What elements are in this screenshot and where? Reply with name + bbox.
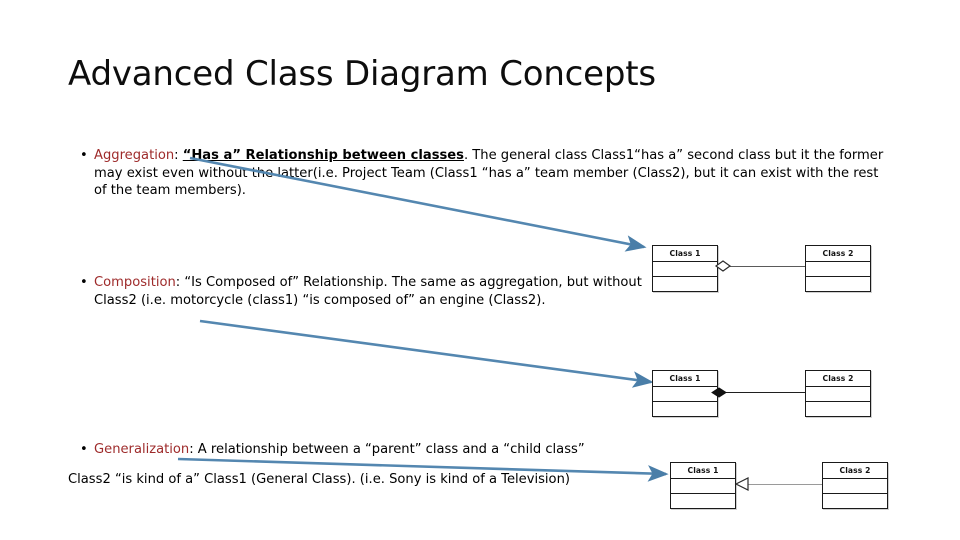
bullet-separator: :	[174, 148, 183, 163]
bullet-keyword-aggregation: Aggregation	[94, 148, 175, 163]
bullet-generalization: • Generalization: A relationship between …	[72, 441, 672, 459]
uml-class-box-target[interactable]: Class 2	[805, 370, 871, 417]
uml-attributes-compartment	[806, 262, 870, 277]
filled-diamond-icon	[711, 387, 727, 398]
bullet-composition: • Composition: “Is Composed of” Relations…	[72, 274, 672, 309]
page-title: Advanced Class Diagram Concepts	[68, 54, 656, 94]
uml-class-name: Class 2	[806, 246, 870, 262]
uml-class-name: Class 2	[806, 371, 870, 387]
uml-class-box-source[interactable]: Class 1	[652, 370, 718, 417]
uml-attributes-compartment	[653, 387, 717, 402]
bullet-keyword-composition: Composition	[94, 275, 176, 290]
bullet-marker-icon: •	[80, 442, 88, 457]
bullet-separator: :	[175, 275, 185, 290]
uml-class-box-target[interactable]: Class 2	[805, 245, 871, 292]
uml-class-name: Class 1	[671, 463, 735, 479]
bullet-marker-icon: •	[80, 275, 88, 290]
uml-class-box-source[interactable]: Class 1	[652, 245, 718, 292]
paragraph-generalization-example: Class2 “is kind of a” Class1 (General Cl…	[68, 472, 570, 487]
uml-association-line	[722, 392, 805, 393]
bullet-row: • Composition: “Is Composed of” Relations…	[72, 274, 672, 309]
uml-operations-compartment	[671, 494, 735, 508]
uml-class-name: Class 1	[653, 371, 717, 387]
bullet-row: • Generalization: A relationship between …	[72, 441, 672, 459]
uml-attributes-compartment	[806, 387, 870, 402]
bullet-body-generalization: A relationship between a “parent” class …	[197, 442, 585, 457]
uml-generalization-line	[748, 484, 822, 485]
uml-class-box-target[interactable]: Class 2	[822, 462, 888, 509]
uml-attributes-compartment	[671, 479, 735, 494]
bullet-marker-icon: •	[80, 148, 88, 163]
hollow-diamond-icon	[714, 260, 732, 272]
hollow-triangle-icon	[734, 477, 749, 491]
uml-operations-compartment	[823, 494, 887, 508]
bullet-separator: :	[189, 442, 198, 457]
uml-association-line	[730, 266, 805, 267]
bullet-body-composition: “Is Composed of” Relationship. The same …	[94, 275, 642, 308]
uml-class-name: Class 1	[653, 246, 717, 262]
uml-class-box-source[interactable]: Class 1	[670, 462, 736, 509]
uml-class-name: Class 2	[823, 463, 887, 479]
uml-attributes-compartment	[823, 479, 887, 494]
uml-attributes-compartment	[653, 262, 717, 277]
bullet-keyword-generalization: Generalization	[94, 442, 190, 457]
